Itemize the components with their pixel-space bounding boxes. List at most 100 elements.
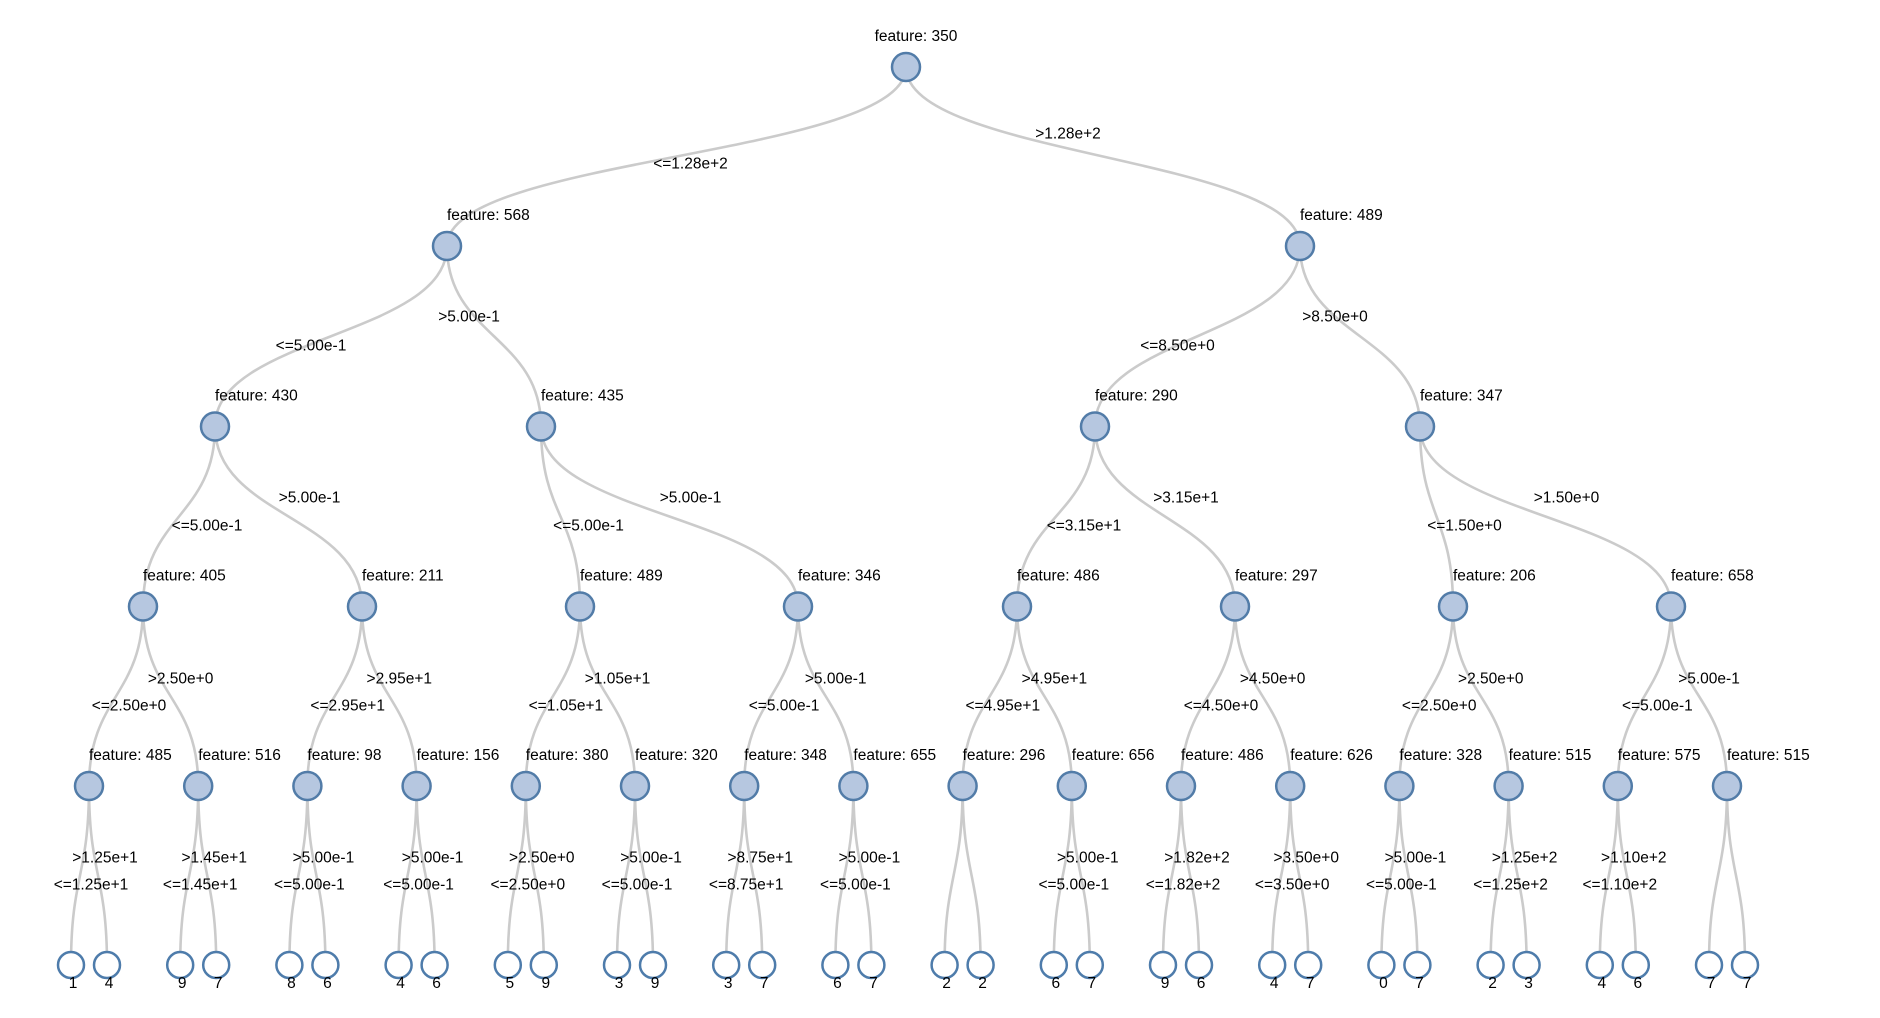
edge-threshold-label: <=4.50e+0 bbox=[1184, 697, 1259, 714]
tree-edge bbox=[288, 784, 309, 967]
edge-threshold-label: >3.50e+0 bbox=[1273, 850, 1339, 867]
tree-edge bbox=[578, 605, 637, 788]
tree-edge bbox=[1298, 244, 1422, 428]
leaf-node bbox=[56, 950, 86, 980]
tree-edge bbox=[1288, 784, 1310, 967]
tree-edge bbox=[943, 784, 964, 967]
edge-threshold-label: >5.00e-1 bbox=[1678, 670, 1740, 687]
edge-threshold-label: <=5.00e-1 bbox=[820, 877, 891, 894]
edge-threshold-label: <=2.50e+0 bbox=[491, 877, 566, 894]
edge-threshold-label: >8.75e+1 bbox=[727, 850, 793, 867]
tree-node bbox=[1165, 770, 1197, 802]
tree-node bbox=[525, 411, 557, 442]
node-feature-label: feature: 348 bbox=[744, 747, 827, 764]
leaf-node bbox=[1585, 950, 1615, 980]
edge-threshold-label: >5.00e-1 bbox=[660, 490, 722, 507]
leaf-node bbox=[1075, 950, 1105, 980]
edge-threshold-label: <=4.95e+1 bbox=[966, 697, 1041, 714]
leaf-class-label: 2 bbox=[1488, 975, 1497, 992]
tree-edge bbox=[1380, 784, 1401, 967]
tree-edge bbox=[360, 605, 418, 788]
leaf-class-label: 4 bbox=[396, 975, 405, 992]
leaf-node bbox=[529, 950, 559, 980]
tree-edge bbox=[961, 605, 1019, 788]
leaf-node bbox=[1730, 950, 1760, 980]
tree-node bbox=[728, 770, 760, 802]
edge-threshold-label: <=5.00e-1 bbox=[1622, 697, 1693, 714]
node-feature-label: feature: 430 bbox=[215, 388, 298, 405]
leaf-node bbox=[747, 950, 777, 980]
edge-threshold-label: >1.50e+0 bbox=[1534, 490, 1600, 507]
tree-edge bbox=[213, 244, 449, 428]
edge-threshold-label: <=5.00e-1 bbox=[1038, 877, 1109, 894]
edge-threshold-label: <=2.95e+1 bbox=[310, 697, 385, 714]
node-feature-label: feature: 658 bbox=[1671, 568, 1754, 585]
edge-threshold-label: <=5.00e-1 bbox=[383, 877, 454, 894]
leaf-node bbox=[602, 950, 632, 980]
edge-threshold-label: <=1.25e+2 bbox=[1473, 877, 1548, 894]
edge-threshold-label: >5.00e-1 bbox=[839, 850, 901, 867]
tree-edge bbox=[141, 425, 217, 608]
tree-edge bbox=[633, 784, 655, 967]
tree-edge bbox=[524, 605, 582, 788]
tree-node bbox=[1284, 230, 1316, 262]
tree-node bbox=[199, 411, 231, 442]
tree-edge bbox=[1270, 784, 1292, 967]
node-feature-label: feature: 297 bbox=[1235, 568, 1318, 585]
tree-edge bbox=[1598, 784, 1620, 967]
tree-edge bbox=[1093, 425, 1237, 608]
leaf-class-label: 2 bbox=[978, 975, 987, 992]
tree-node bbox=[510, 770, 542, 802]
node-feature-label: feature: 568 bbox=[447, 207, 530, 224]
edge-threshold-label: >5.00e-1 bbox=[1385, 850, 1447, 867]
leaf-node bbox=[384, 950, 413, 980]
node-feature-label: feature: 320 bbox=[635, 747, 718, 764]
edge-threshold-label: >3.15e+1 bbox=[1153, 490, 1219, 507]
edge-threshold-label: >5.00e-1 bbox=[293, 850, 355, 867]
tree-edge bbox=[1669, 605, 1729, 788]
tree-node bbox=[431, 230, 463, 262]
edge-threshold-label: <=5.00e-1 bbox=[276, 337, 347, 354]
tree-node bbox=[346, 591, 378, 622]
tree-edge bbox=[539, 425, 800, 608]
leaf-node bbox=[638, 950, 668, 980]
leaf-class-label: 3 bbox=[1524, 975, 1533, 992]
tree-edge bbox=[1070, 784, 1092, 967]
node-feature-label: feature: 380 bbox=[526, 747, 609, 764]
tree-edge bbox=[1451, 605, 1510, 788]
tree-node bbox=[1655, 591, 1687, 622]
edge-threshold-label: <=1.82e+2 bbox=[1146, 877, 1221, 894]
edge-threshold-label: >1.25e+2 bbox=[1492, 850, 1558, 867]
edge-threshold-label: <=1.28e+2 bbox=[653, 156, 728, 173]
tree-edge bbox=[445, 65, 908, 248]
tree-edge bbox=[904, 65, 1302, 248]
leaf-class-label: 7 bbox=[1415, 975, 1424, 992]
leaf-class-label: 6 bbox=[1633, 975, 1642, 992]
tree-edge bbox=[1052, 784, 1074, 967]
leaf-class-label: 7 bbox=[1743, 975, 1752, 992]
tree-node bbox=[564, 591, 596, 622]
edge-threshold-label: <=5.00e-1 bbox=[1366, 877, 1437, 894]
leaf-class-label: 1 bbox=[69, 975, 78, 992]
leaf-class-label: 0 bbox=[1379, 975, 1388, 992]
leaf-class-label: 7 bbox=[214, 975, 223, 992]
tree-node bbox=[1219, 591, 1251, 622]
tree-edge bbox=[1418, 425, 1673, 608]
edge-threshold-label: <=1.10e+2 bbox=[1583, 877, 1658, 894]
node-feature-label: feature: 489 bbox=[1300, 207, 1383, 224]
tree-node bbox=[127, 591, 159, 622]
tree-edge bbox=[1015, 605, 1074, 788]
edge-threshold-label: <=5.00e-1 bbox=[602, 877, 673, 894]
edge-threshold-label: >4.50e+0 bbox=[1240, 670, 1306, 687]
tree-edge bbox=[1015, 425, 1097, 608]
leaf-node bbox=[1184, 950, 1214, 980]
edge-threshold-label: >2.50e+0 bbox=[148, 670, 214, 687]
leaf-node bbox=[821, 950, 850, 980]
leaf-node bbox=[493, 950, 523, 980]
edge-threshold-label: >1.28e+2 bbox=[1035, 126, 1101, 143]
leaf-node bbox=[311, 950, 340, 980]
tree-node bbox=[619, 770, 651, 802]
node-feature-label: feature: 435 bbox=[541, 388, 624, 405]
leaf-class-label: 6 bbox=[1197, 975, 1206, 992]
